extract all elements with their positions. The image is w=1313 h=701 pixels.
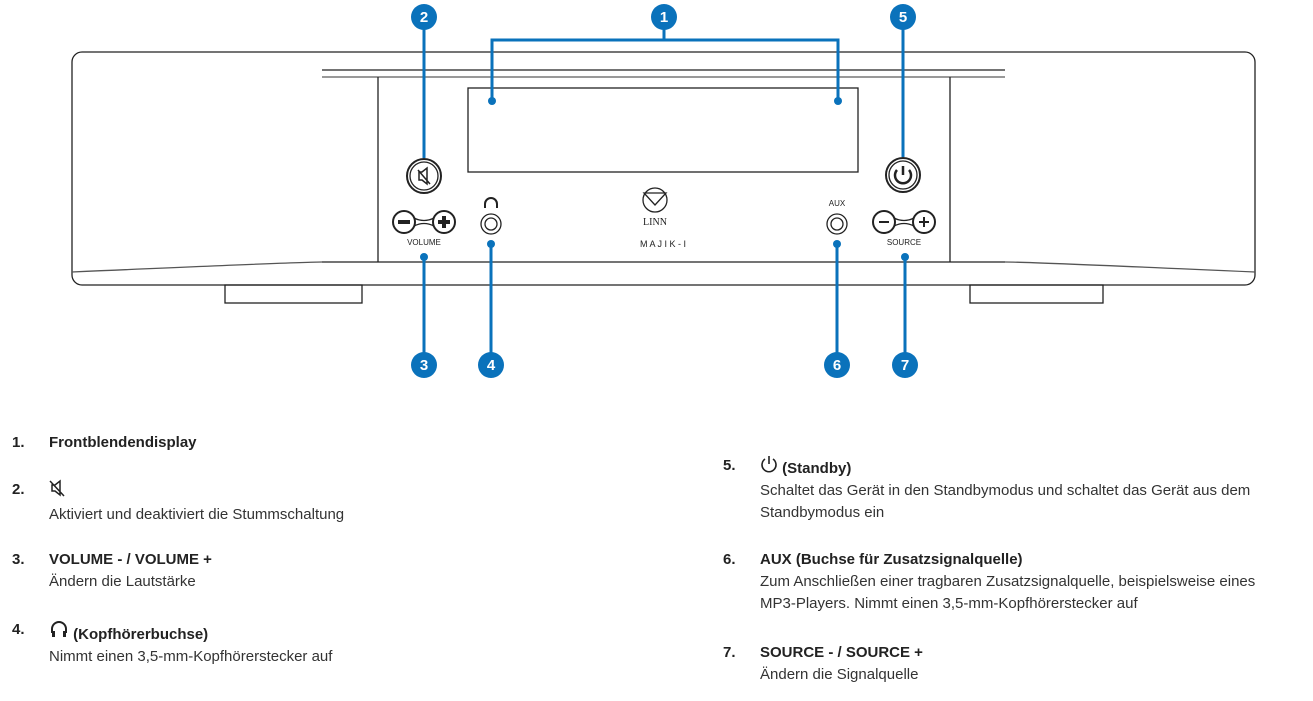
callout-3: 3 (411, 352, 437, 378)
svg-text:3: 3 (420, 357, 428, 374)
device-front-diagram: VOLUME SOURCE AUX LINN M A J I K - I 1 2… (71, 4, 1256, 378)
foot-left (224, 284, 363, 304)
source-buttons (872, 210, 936, 234)
callout-7: 7 (892, 352, 918, 378)
linn-logo (642, 187, 668, 213)
device-body (71, 51, 1256, 286)
callout-4: 4 (478, 352, 504, 378)
mute-button (406, 158, 442, 194)
source-label: SOURCE (887, 238, 921, 247)
svg-text:7: 7 (901, 357, 909, 374)
power-icon (761, 456, 777, 473)
svg-text:2: 2 (420, 9, 428, 26)
volume-buttons (392, 210, 456, 234)
svg-text:4: 4 (487, 357, 496, 374)
headphones-icon (51, 621, 67, 637)
aux-label: AUX (829, 199, 846, 208)
standby-button (885, 157, 921, 193)
front-display (467, 87, 859, 173)
headphones-icon (484, 197, 498, 208)
volume-label: VOLUME (407, 238, 441, 247)
mute-icon (49, 479, 65, 497)
model-label: M A J I K - I (640, 239, 686, 249)
callout-5: 5 (890, 4, 916, 30)
svg-text:6: 6 (833, 357, 841, 374)
foot-right (969, 284, 1104, 304)
svg-text:1: 1 (660, 9, 668, 26)
callout-2: 2 (411, 4, 437, 30)
power-icon (893, 166, 913, 185)
svg-text:5: 5 (899, 9, 907, 26)
mute-icon (417, 166, 431, 186)
brand-label: LINN (643, 217, 667, 228)
headphone-jack (480, 213, 502, 235)
callout-6: 6 (824, 352, 850, 378)
callout-1: 1 (651, 4, 677, 30)
aux-jack (826, 213, 848, 235)
